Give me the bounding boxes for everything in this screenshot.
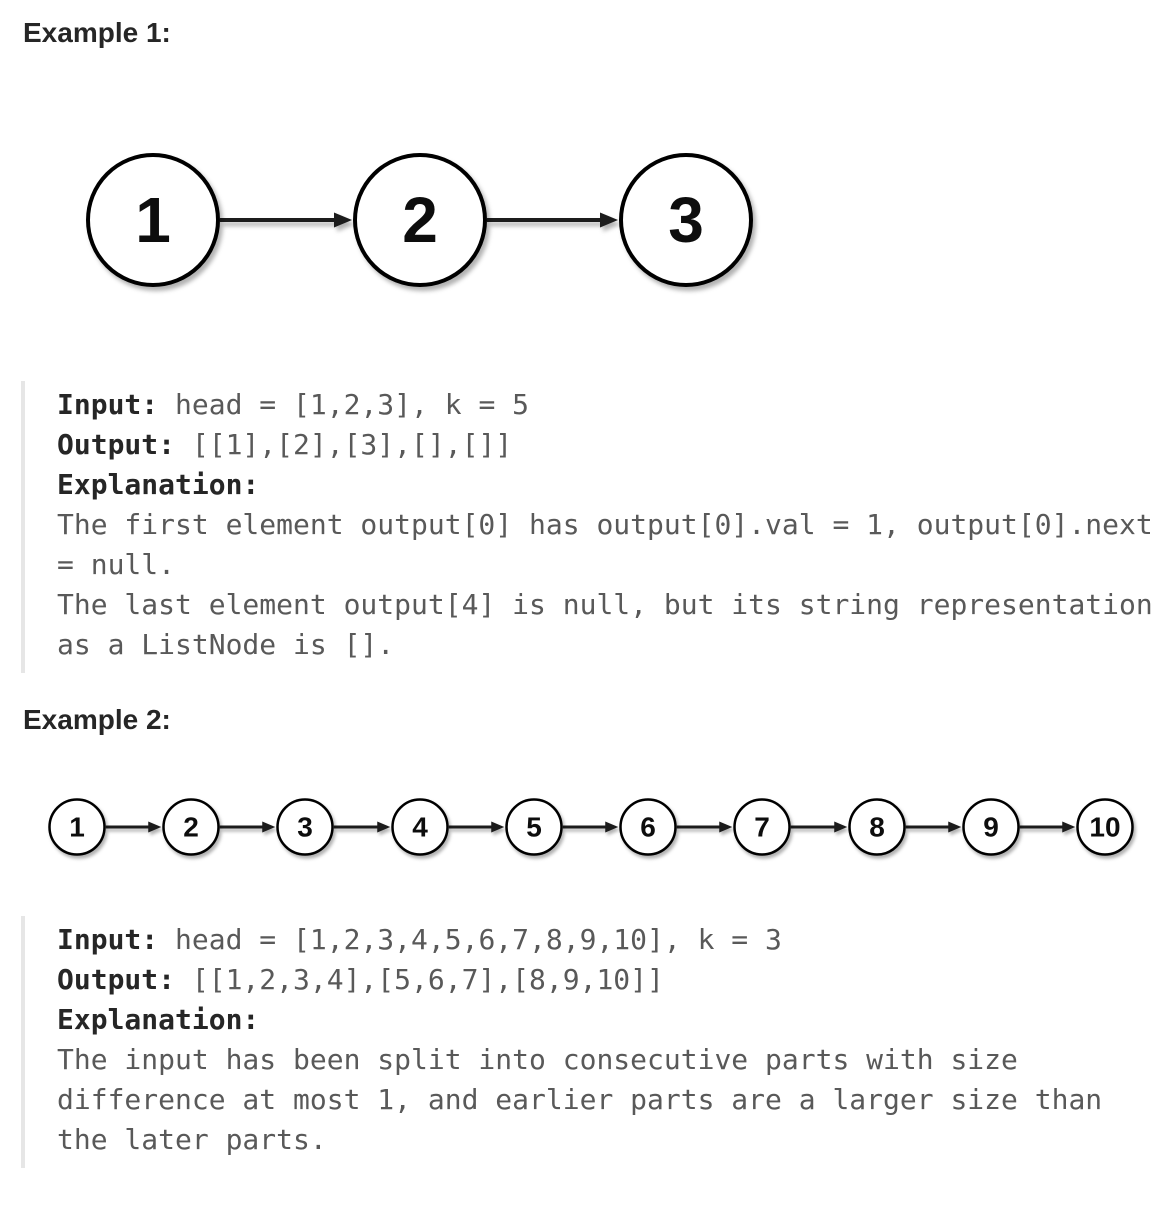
arrowhead: [719, 821, 733, 833]
code-line: The last element output[4] is null, but …: [57, 585, 1170, 625]
code-line: = null.: [57, 545, 1170, 585]
code-line-label: Explanation:: [57, 1003, 260, 1036]
next-pointer-arrow: [105, 821, 162, 833]
list-node-value: 1: [135, 184, 171, 256]
list-node-value: 1: [69, 812, 85, 843]
code-line-label: Output:: [57, 428, 192, 461]
arrowhead: [834, 821, 848, 833]
next-pointer-arrow: [790, 821, 848, 833]
list-node-circle: [505, 798, 563, 856]
next-pointer-arrow: [676, 821, 733, 833]
code-line-label: Input:: [57, 923, 176, 956]
list-node-value: 8: [869, 812, 885, 843]
code-line: Output: [[1,2,3,4],[5,6,7],[8,9,10]]: [57, 960, 1170, 1000]
code-line: Explanation:: [57, 1000, 1170, 1040]
list-node-circle: [48, 798, 106, 856]
code-line: the later parts.: [57, 1120, 1170, 1160]
list-node-circle: [162, 798, 220, 856]
code-line: difference at most 1, and earlier parts …: [57, 1080, 1170, 1120]
next-pointer-arrow: [333, 821, 391, 833]
list-node-value: 2: [402, 184, 438, 256]
list-node-circle: [391, 798, 449, 856]
list-node-value: 7: [754, 812, 770, 843]
arrowhead: [377, 821, 391, 833]
code-line-text: The input has been split into consecutiv…: [57, 1043, 1018, 1076]
next-pointer-arrow: [448, 821, 505, 833]
code-line-text: head = [1,2,3,4,5,6,7,8,9,10], k = 3: [175, 923, 782, 956]
example-2-linked-list-diagram: 1 2 3 4 5 6 7 8 9 10: [48, 798, 1134, 856]
code-line-label: Input:: [57, 388, 176, 421]
example-2-heading: Example 2:: [23, 704, 171, 735]
code-line: Output: [[1],[2],[3],[],[]]: [57, 425, 1170, 465]
next-pointer-arrow: [905, 821, 962, 833]
arrowhead: [1062, 821, 1076, 833]
list-node-circle: [86, 153, 220, 287]
list-node-value: 2: [183, 812, 199, 843]
code-line-label: Output:: [57, 963, 192, 996]
list-node-value: 3: [668, 184, 704, 256]
list-node-circle: [619, 153, 753, 287]
code-line-text: = null.: [57, 548, 176, 581]
list-node-value: 9: [983, 812, 999, 843]
list-node-circle: [353, 153, 487, 287]
example-2-code-block: Input: head = [1,2,3,4,5,6,7,8,9,10], k …: [21, 916, 1170, 1168]
next-pointer-arrow: [562, 821, 619, 833]
code-line-text: head = [1,2,3], k = 5: [175, 388, 530, 421]
list-node-circle: [733, 798, 791, 856]
next-pointer-arrow: [487, 212, 618, 228]
code-line-text: [[1],[2],[3],[],[]]: [191, 428, 513, 461]
list-node-value: 10: [1089, 812, 1120, 843]
code-line: The first element output[0] has output[0…: [57, 505, 1170, 545]
example-2-section: Example 2: 1 2 3 4 5 6 7 8 9 10 Input: head = [1,…: [0, 673, 1170, 1168]
code-line-label: Explanation:: [57, 468, 260, 501]
arrowhead: [600, 212, 618, 228]
next-pointer-arrow: [219, 821, 276, 833]
arrowhead: [948, 821, 962, 833]
example-1-section: Example 1: 1 2 3 Input: head = [1,2,3], k …: [21, 17, 1170, 673]
next-pointer-arrow: [220, 212, 352, 228]
next-pointer-arrow: [1019, 821, 1076, 833]
list-node-value: 5: [526, 812, 542, 843]
code-line: Input: head = [1,2,3], k = 5: [57, 385, 1170, 425]
problem-examples: Example 1: 1 2 3 Input: head = [1,2,3], k …: [0, 17, 1170, 1168]
code-line-text: as a ListNode is [].: [57, 628, 395, 661]
list-node-circle: [1076, 798, 1134, 856]
list-node-circle: [276, 798, 334, 856]
arrowhead: [262, 821, 276, 833]
example-1-heading: Example 1:: [23, 17, 171, 48]
arrowhead: [148, 821, 162, 833]
arrowhead: [491, 821, 505, 833]
code-line-text: The last element output[4] is null, but …: [57, 588, 1153, 621]
list-node-circle: [619, 798, 677, 856]
code-line: as a ListNode is [].: [57, 625, 1170, 665]
code-line-text: the later parts.: [57, 1123, 327, 1156]
list-node-value: 3: [297, 812, 313, 843]
code-line: Explanation:: [57, 465, 1170, 505]
code-line-text: difference at most 1, and earlier parts …: [57, 1083, 1103, 1116]
arrowhead: [334, 212, 352, 228]
list-node-value: 4: [412, 812, 428, 843]
list-node-circle: [962, 798, 1020, 856]
example-1-linked-list-diagram: 1 2 3: [86, 153, 753, 287]
code-line-text: The first element output[0] has output[0…: [57, 508, 1153, 541]
list-node-value: 6: [640, 812, 656, 843]
arrowhead: [605, 821, 619, 833]
code-line: The input has been split into consecutiv…: [57, 1040, 1170, 1080]
list-node-circle: [848, 798, 906, 856]
code-line: Input: head = [1,2,3,4,5,6,7,8,9,10], k …: [57, 920, 1170, 960]
code-line-text: [[1,2,3,4],[5,6,7],[8,9,10]]: [191, 963, 664, 996]
